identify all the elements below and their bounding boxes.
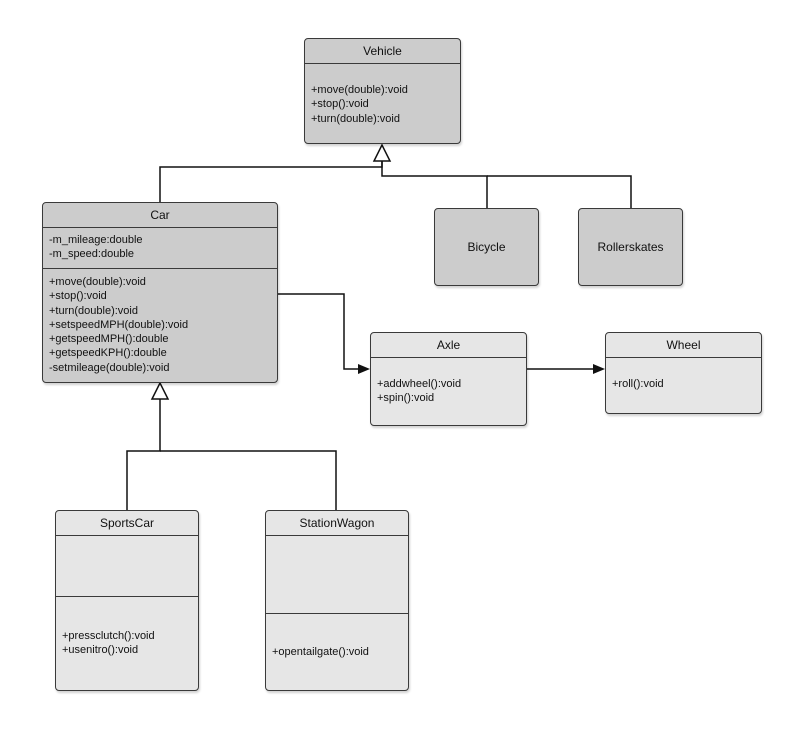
method-row: +opentailgate():void xyxy=(272,646,369,658)
divider xyxy=(606,357,761,358)
class-sportscar[interactable]: SportsCar +pressclutch():void +usenitro(… xyxy=(55,510,199,691)
class-name: Car xyxy=(150,208,170,222)
class-stationwagon[interactable]: StationWagon +opentailgate():void xyxy=(265,510,409,691)
class-wheel[interactable]: Wheel +roll():void xyxy=(605,332,762,414)
attribute-row: -m_mileage:double xyxy=(49,234,143,246)
bicycle-to-vehicle-connector xyxy=(381,161,488,208)
divider xyxy=(56,535,198,536)
class-name: SportsCar xyxy=(99,516,155,530)
divider xyxy=(43,227,277,228)
method-row: +roll():void xyxy=(612,378,664,390)
method-row: +getspeedMPH():double xyxy=(49,333,169,346)
divider xyxy=(56,596,198,597)
divider xyxy=(371,357,526,358)
method-row: +move(double):void xyxy=(311,84,408,96)
class-name: Rollerskates xyxy=(597,240,664,254)
class-vehicle[interactable]: Vehicle +move(double):void +stop():void … xyxy=(304,38,461,144)
method-row: +turn(double):void xyxy=(49,304,138,317)
methods-section: +pressclutch():void +usenitro():void xyxy=(62,629,194,658)
class-name: Wheel xyxy=(666,338,701,352)
methods-section: +move(double):void +stop():void +turn(do… xyxy=(311,83,456,126)
class-car[interactable]: Car -m_mileage:double -m_speed:double +m… xyxy=(42,202,278,383)
method-row: +turn(double):void xyxy=(311,112,400,125)
wheel-association-arrowhead xyxy=(593,364,605,374)
divider xyxy=(305,63,460,64)
method-row: +stop():void xyxy=(49,290,107,303)
axle-association-arrowhead xyxy=(358,364,370,374)
car-generalization-arrowhead xyxy=(150,381,170,400)
methods-section: +opentailgate():void xyxy=(272,645,404,659)
stationwagon-to-car-connector xyxy=(160,450,337,510)
class-name: Vehicle xyxy=(363,44,402,58)
class-name: Bicycle xyxy=(467,240,506,254)
method-row: -setmileage(double):void xyxy=(49,361,170,374)
rollerskates-to-vehicle-connector xyxy=(487,175,632,208)
attributes-section: -m_mileage:double -m_speed:double xyxy=(49,233,273,262)
attribute-row: -m_speed:double xyxy=(49,248,135,261)
divider xyxy=(266,535,408,536)
class-name: Axle xyxy=(436,338,461,352)
car-to-axle-connector xyxy=(278,293,360,370)
car-to-vehicle-connector xyxy=(159,161,383,202)
method-row: +addwheel():void xyxy=(377,378,462,390)
class-bicycle[interactable]: Bicycle xyxy=(434,208,539,286)
methods-section: +roll():void xyxy=(612,377,757,391)
method-row: +pressclutch():void xyxy=(62,630,155,642)
method-row: +setspeedMPH(double):void xyxy=(49,318,189,331)
class-rollerskates[interactable]: Rollerskates xyxy=(578,208,683,286)
class-axle[interactable]: Axle +addwheel():void +spin():void xyxy=(370,332,527,426)
divider xyxy=(43,268,277,269)
methods-section: +move(double):void +stop():void +turn(do… xyxy=(49,275,273,375)
methods-section: +addwheel():void +spin():void xyxy=(377,377,522,406)
method-row: +usenitro():void xyxy=(62,644,139,657)
method-row: +spin():void xyxy=(377,392,435,405)
sportscar-to-car-connector xyxy=(126,399,161,510)
method-row: +getspeedKPH():double xyxy=(49,347,167,360)
divider xyxy=(266,613,408,614)
method-row: +stop():void xyxy=(311,98,369,111)
method-row: +move(double):void xyxy=(49,276,146,288)
class-name: StationWagon xyxy=(299,516,375,530)
vehicle-generalization-arrowhead xyxy=(372,143,392,162)
